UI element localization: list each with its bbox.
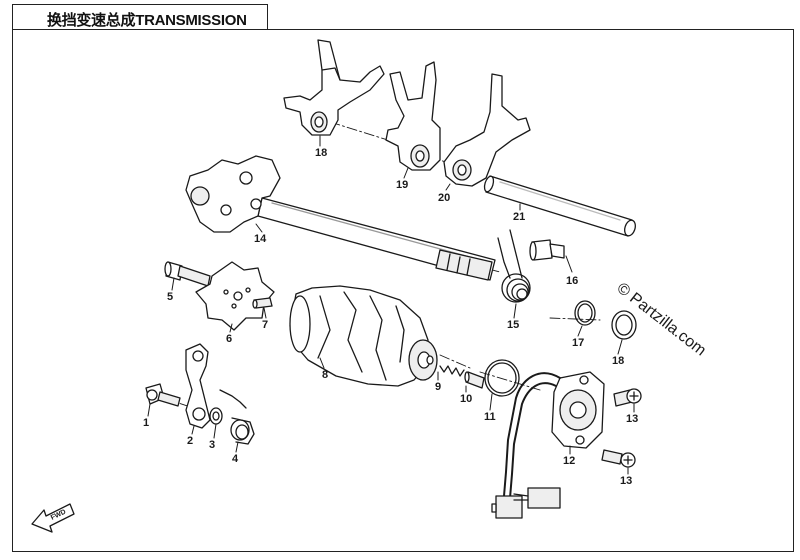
part-9-spring (439, 365, 465, 377)
watermark-text: © Partzilla.com (614, 280, 709, 360)
part-7-dowel-pin (252, 297, 273, 309)
part-16-pin-bolt (529, 239, 565, 261)
label-part-13-lower: 13 (620, 475, 632, 487)
part-6-shift-cam-star (195, 261, 275, 331)
label-part-22: 21 (513, 211, 525, 223)
label-part-17: 17 (572, 337, 584, 349)
label-part-6: 6 (226, 333, 232, 345)
leader-lines (147, 135, 635, 475)
diagram-frame-top (268, 29, 794, 30)
label-part-18: 18 (612, 355, 624, 367)
part-10-pin (464, 371, 485, 389)
part-12-gear-position-sensor (491, 371, 605, 519)
fwd-arrow-icon: FWD (31, 503, 75, 533)
part-11-o-ring (484, 359, 520, 397)
part-labels: 18 19 20 21 14 16 15 17 18 5 6 7 8 9 10 … (143, 147, 638, 487)
part-3-washer (209, 407, 223, 425)
label-part-7: 7 (262, 319, 268, 331)
part-4-stopper-spring (219, 389, 255, 445)
part-14-shift-shaft (185, 155, 496, 281)
label-part-5: 5 (167, 291, 173, 303)
label-part-12: 12 (563, 455, 575, 467)
label-part-14: 14 (254, 233, 267, 245)
part-19-shift-fork (283, 39, 385, 136)
part-21-shift-fork (443, 73, 531, 187)
diagram-frame (12, 30, 794, 552)
label-part-10: 10 (460, 393, 472, 405)
label-part-3: 3 (209, 439, 215, 451)
part-2-stopper-arm (185, 343, 211, 429)
label-part-13-upper: 13 (626, 413, 638, 425)
label-part-8: 8 (322, 369, 328, 381)
label-part-15: 15 (507, 319, 519, 331)
label-part-2: 2 (187, 435, 193, 447)
label-part-20: 19 (396, 179, 408, 191)
part-22-fork-shaft (483, 175, 636, 237)
title-box: 换挡变速总成TRANSMISSION (12, 4, 268, 30)
label-part-4: 4 (232, 453, 239, 465)
part-1-bolt (145, 383, 181, 407)
label-part-11: 11 (484, 411, 496, 423)
label-part-1: 1 (143, 417, 149, 429)
diagram-title: 换挡变速总成TRANSMISSION (47, 12, 247, 29)
label-part-19: 18 (315, 147, 327, 159)
part-13-bolt-upper (613, 388, 642, 407)
label-part-9: 9 (435, 381, 441, 393)
label-part-21: 20 (438, 192, 450, 204)
part-20-shift-fork (385, 61, 441, 171)
part-8-shift-drum (289, 285, 438, 387)
part-15-return-spring (497, 229, 531, 303)
part-17-circlip (574, 300, 596, 326)
part-5-bolt (164, 261, 211, 287)
part-18-washer (611, 310, 637, 340)
label-part-16: 16 (566, 275, 578, 287)
part-13-bolt-lower (601, 449, 636, 468)
